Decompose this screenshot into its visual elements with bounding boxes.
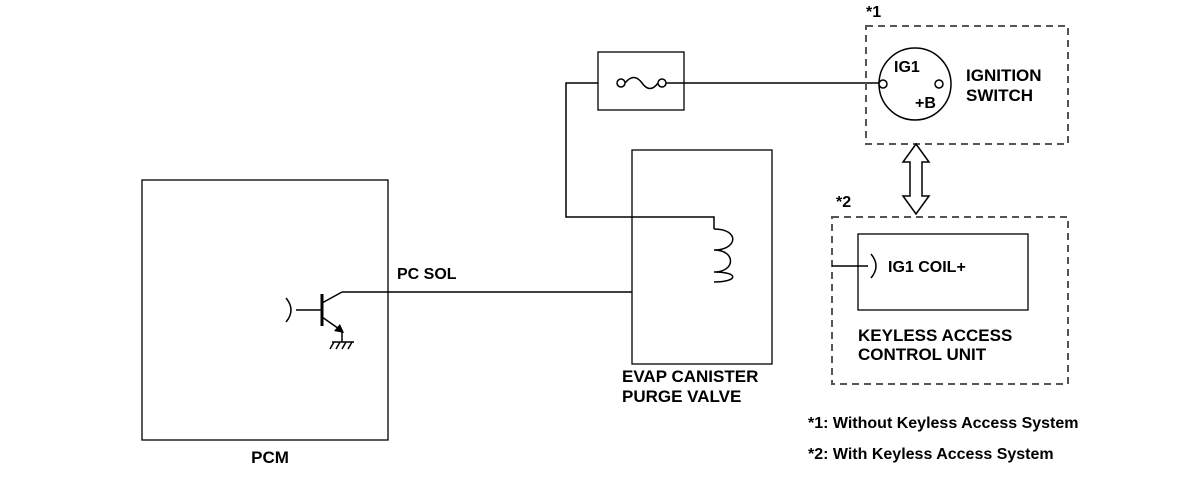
supply-wire xyxy=(565,82,715,229)
keyless-dashed-box xyxy=(831,216,1069,385)
ig1-terminal xyxy=(878,79,888,89)
pcm-connector-bracket xyxy=(285,297,292,323)
alternate-arrow-icon xyxy=(901,142,931,216)
ignition-switch-dashed-box xyxy=(865,25,1069,145)
note1-marker: *1 xyxy=(866,4,881,21)
ig1-coil-label: IG1 COIL+ xyxy=(888,259,966,276)
emitter-arrow xyxy=(334,324,344,333)
transistor-symbol xyxy=(285,291,344,342)
transistor-collector xyxy=(321,291,343,304)
plus-b-label: +B xyxy=(915,95,936,112)
pc-sol-label: PC SOL xyxy=(397,266,457,283)
evap-label-line1: EVAP CANISTER xyxy=(622,367,758,386)
note2-marker: *2 xyxy=(836,194,851,211)
keyless-label-line2: CONTROL UNIT xyxy=(858,345,987,364)
pcm-label: PCM xyxy=(251,448,289,467)
solenoid-coil-icon xyxy=(713,228,734,283)
ground-icon xyxy=(329,341,354,350)
keyless-unit-box xyxy=(857,233,1029,311)
ignition-label-line1: IGNITION xyxy=(966,66,1042,85)
evap-purge-valve-box xyxy=(631,149,773,365)
ig1-label: IG1 xyxy=(894,59,920,76)
keyless-label-line1: KEYLESS ACCESS xyxy=(858,326,1012,345)
ig1-coil-connector xyxy=(870,253,877,279)
plus-b-terminal xyxy=(934,79,944,89)
note2-text: *2: With Keyless Access System xyxy=(808,446,1054,463)
ignition-label-line2: SWITCH xyxy=(966,86,1033,105)
note1-text: *1: Without Keyless Access System xyxy=(808,415,1078,432)
pcm-box xyxy=(141,179,389,441)
evap-label-line2: PURGE VALVE xyxy=(622,387,741,406)
